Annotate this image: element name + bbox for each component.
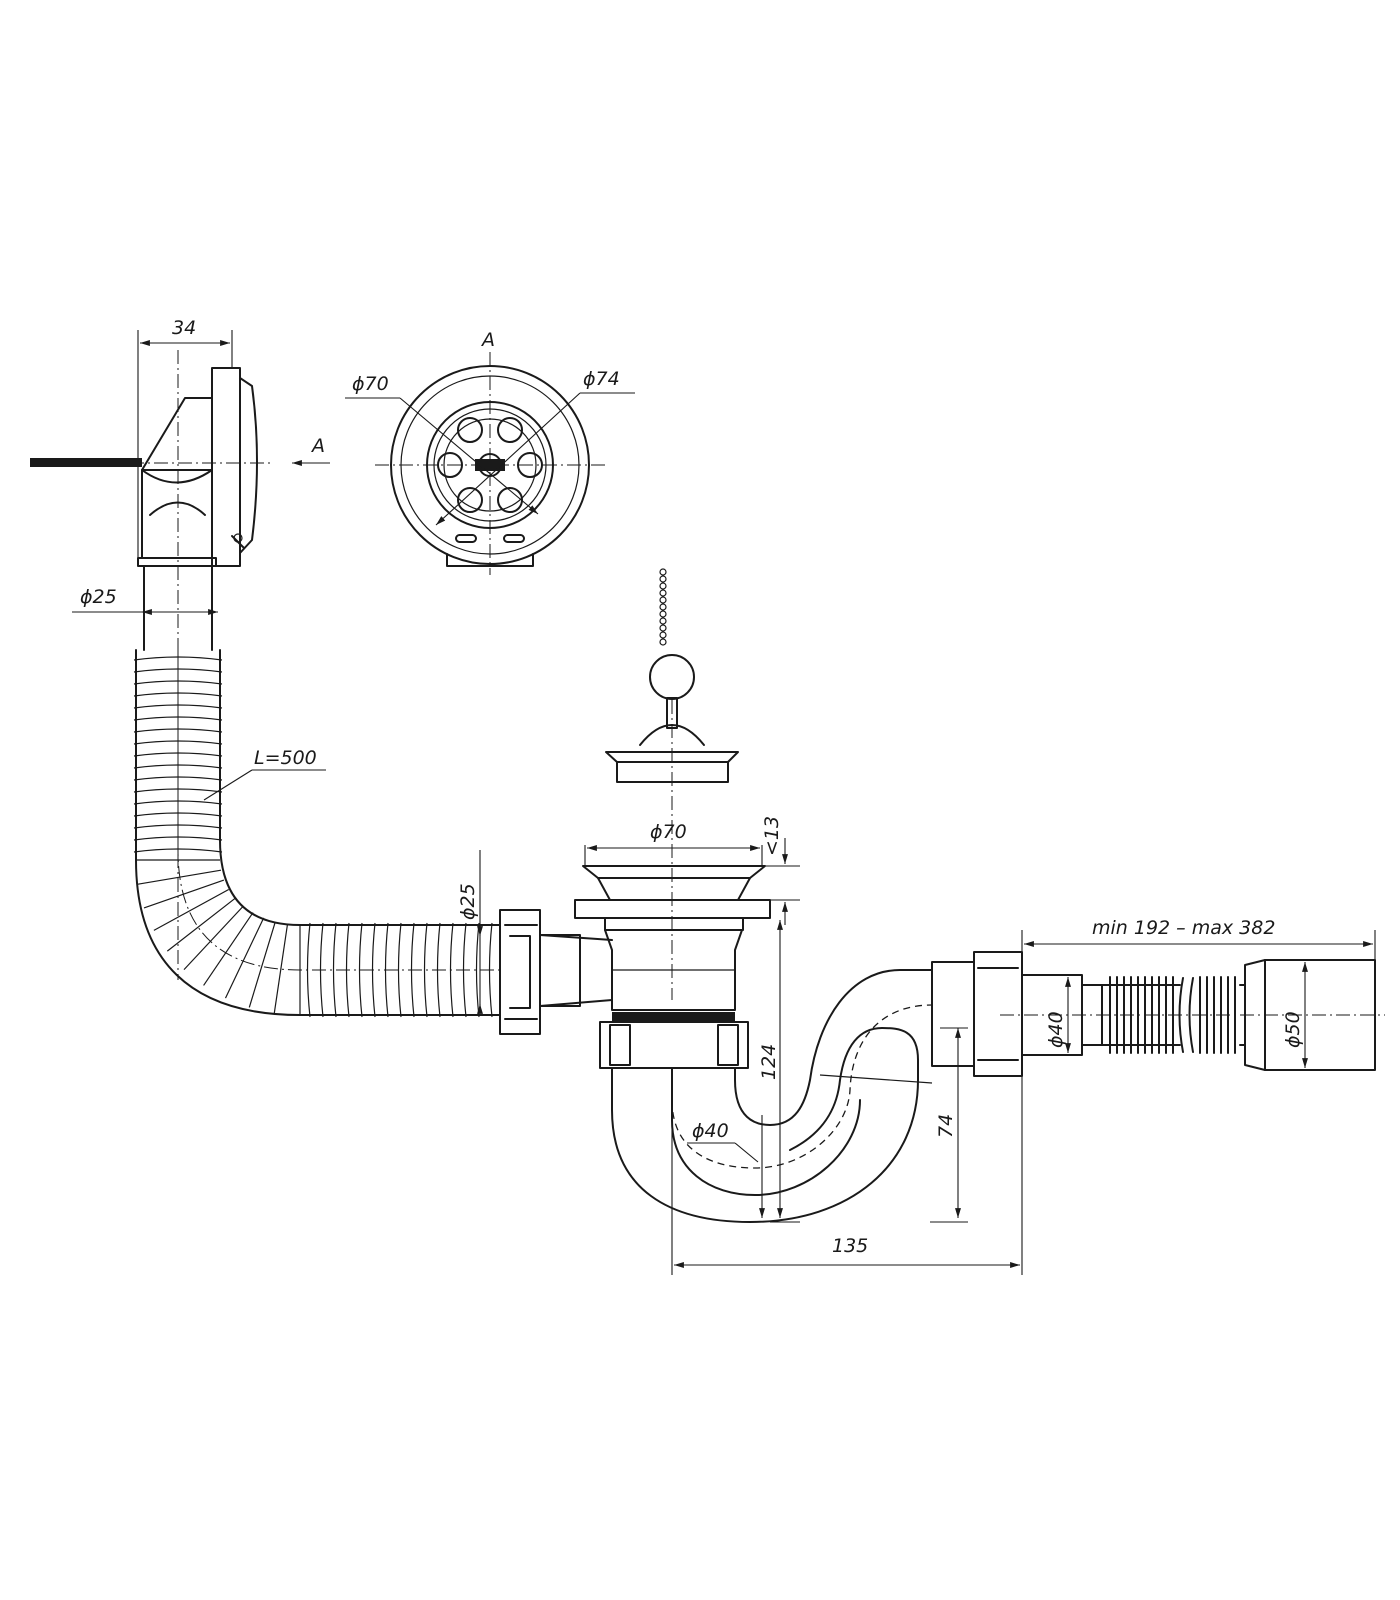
dimension-overflow-pipe: ϕ25 — [72, 586, 218, 615]
overflow-pipe-diameter-label: ϕ25 — [80, 586, 117, 608]
dimension-trap-diameter: ϕ40 — [687, 1115, 765, 1218]
grate-view-a: A ϕ70 ϕ74 — [345, 329, 635, 575]
s-trap — [611, 951, 1023, 1223]
dimension-drain-flange: ϕ70 — [584, 821, 763, 865]
plug-chain — [659, 568, 667, 646]
dimension-socket-diameter: ϕ50 — [1282, 962, 1308, 1068]
drain-flange-diameter-label: ϕ70 — [650, 821, 687, 843]
flange-height-label: <13 — [761, 816, 783, 856]
dimension-flange-height: <13 — [745, 816, 800, 925]
dimension-trap-width: 135 — [671, 1070, 1023, 1275]
view-arrow-label: A — [310, 435, 325, 457]
grate-inner-diameter-label: ϕ70 — [352, 373, 389, 395]
dimension-outlet-height: 74 — [930, 1027, 968, 1223]
chain-ring — [649, 654, 695, 700]
drain-body — [499, 865, 771, 1069]
overflow-depth-label: 34 — [172, 317, 196, 339]
trap-width-label: 135 — [832, 1235, 868, 1257]
corrugated-hose — [133, 649, 501, 1018]
dimension-inlet-pipe: ϕ25 — [457, 850, 483, 1014]
trap-height-label: 124 — [758, 1044, 780, 1080]
hose-length-callout: L=500 — [203, 747, 326, 801]
overflow-unit — [30, 350, 270, 980]
trap-diameter-label: ϕ40 — [692, 1120, 729, 1142]
dimension-trap-height: 124 — [758, 920, 800, 1223]
outlet-height-label: 74 — [935, 1114, 957, 1138]
dimension-hose-range: min 192 – max 382 — [1021, 917, 1376, 975]
dimension-outlet-diameter: ϕ40 — [1045, 977, 1071, 1053]
inlet-pipe-diameter-label: ϕ25 — [457, 883, 479, 920]
grate-outer-diameter-label: ϕ74 — [583, 368, 620, 390]
hose-length-label: L=500 — [254, 747, 317, 769]
view-title-label: A — [480, 329, 495, 351]
outlet-hose — [1000, 959, 1385, 1071]
plug-with-chain — [605, 568, 739, 1000]
view-arrow-a: A — [292, 435, 330, 466]
hose-range-label: min 192 – max 382 — [1092, 917, 1275, 939]
socket-diameter-label: ϕ50 — [1282, 1011, 1304, 1048]
outlet-diameter-label: ϕ40 — [1045, 1011, 1067, 1048]
overflow-cable — [30, 458, 142, 467]
dimension-overflow-depth: 34 — [137, 317, 233, 560]
